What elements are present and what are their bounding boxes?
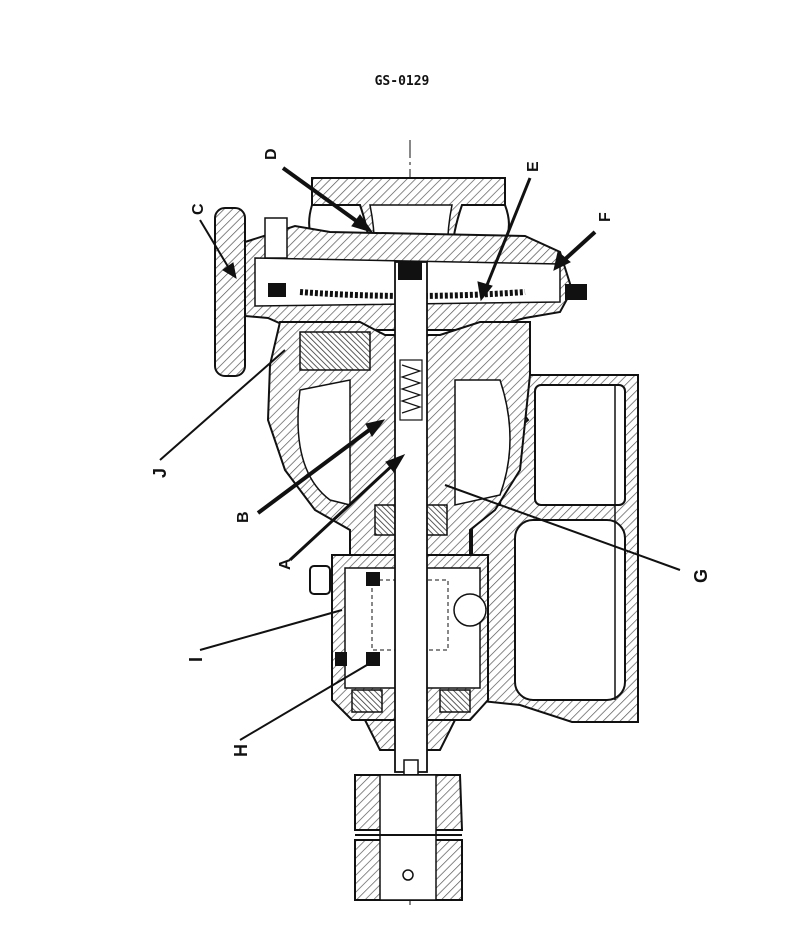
callout-label-f: F — [597, 212, 614, 222]
callout-label-h: H — [231, 744, 251, 757]
shaft-coupling — [354, 774, 464, 901]
pump-base-frame — [471, 374, 639, 723]
callout-label-a: A — [277, 558, 294, 570]
callout-label-g: G — [691, 569, 711, 583]
pump-shaft — [394, 261, 428, 821]
callout-label-d: D — [263, 148, 280, 160]
callout-label-j: J — [150, 468, 170, 478]
callout-label-i: I — [186, 657, 206, 662]
callout-label-c: C — [190, 203, 207, 215]
document-code: GS-0129 — [374, 74, 430, 89]
callout-label-e: E — [525, 161, 542, 172]
callout-label-b: B — [235, 511, 252, 523]
callout-leaders — [159, 166, 681, 741]
